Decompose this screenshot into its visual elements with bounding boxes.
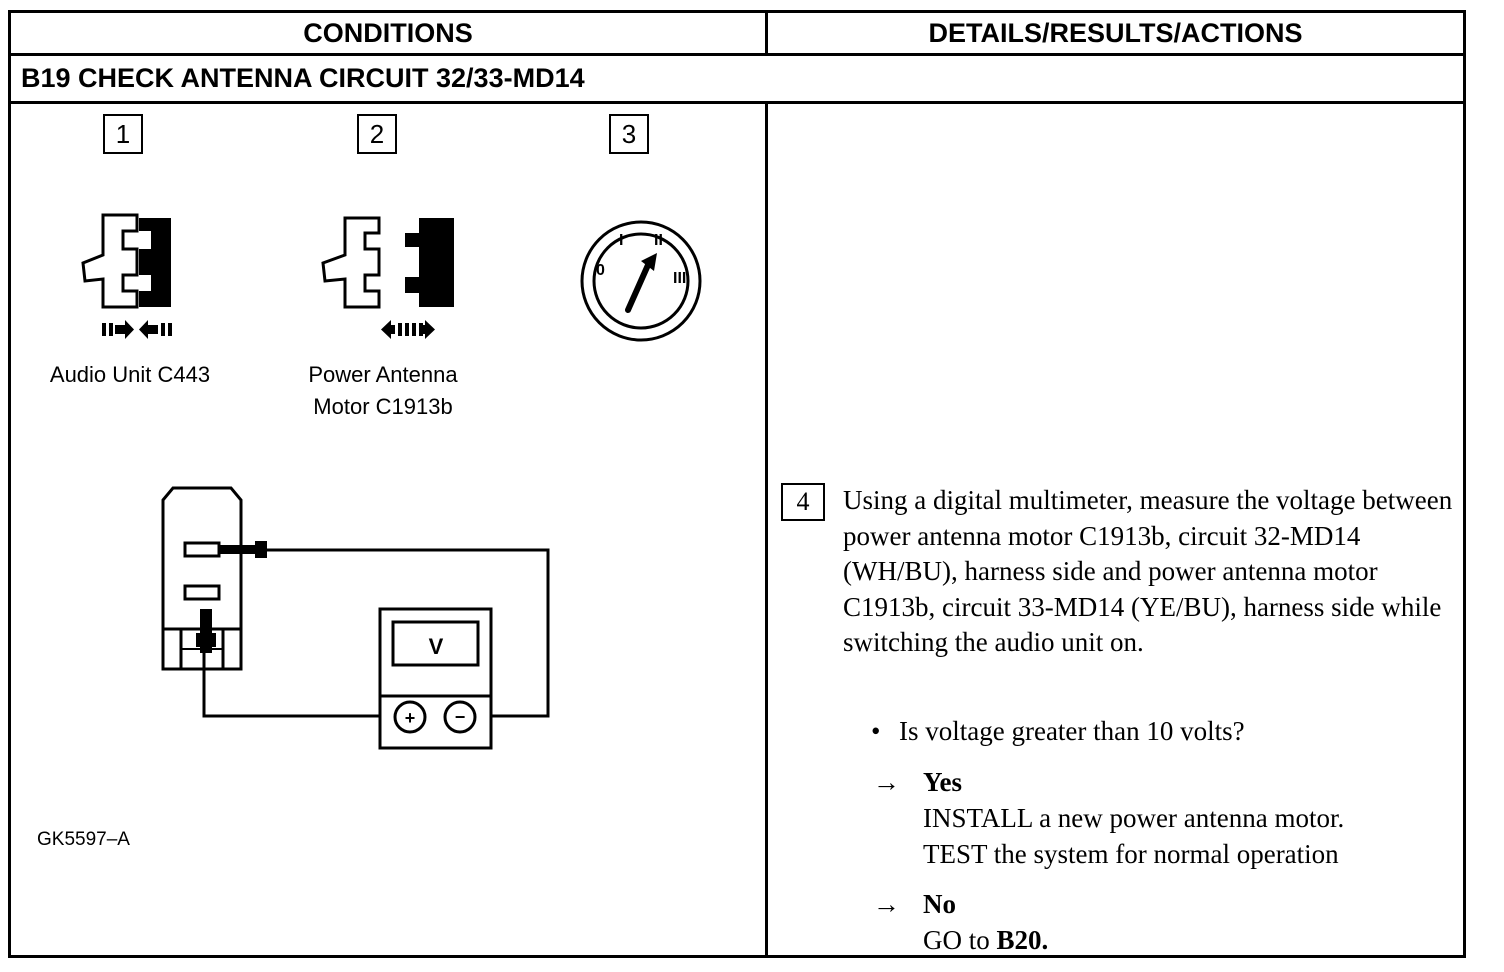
ignition-pos-0: 0	[596, 262, 605, 279]
plus-terminal-label: +	[405, 708, 416, 728]
harness-connector-icon	[161, 486, 267, 671]
minus-terminal-label: −	[455, 707, 466, 727]
audio-unit-caption: Audio Unit C443	[49, 362, 211, 387]
question: • Is voltage greater than 10 volts?	[871, 713, 1245, 749]
antenna-motor-caption-line1: Power Antenna	[308, 362, 458, 387]
right-arrow-icon: →	[873, 889, 900, 919]
conditions-header: CONDITIONS	[11, 13, 768, 56]
no-action: GO to B20.	[873, 922, 1048, 958]
test-title: B19 CHECK ANTENNA CIRCUIT 32/33-MD14	[11, 56, 1463, 104]
antenna-motor-connector-icon	[321, 216, 454, 339]
yes-action-1: INSTALL a new power antenna motor.	[923, 803, 1345, 833]
no-label: No	[923, 889, 956, 919]
step-1-box: 1	[103, 114, 143, 154]
no-outcome: → No GO to B20.	[873, 886, 1048, 958]
conditions-diagram: 0 I II III V	[81, 213, 702, 750]
step-2-box: 2	[357, 114, 397, 154]
goto-b20-link[interactable]: B20.	[996, 925, 1049, 955]
yes-label: Yes	[923, 767, 962, 797]
question-text: Is voltage greater than 10 volts?	[899, 716, 1245, 746]
no-action-prefix: GO to	[923, 925, 997, 955]
ignition-pos-1: I	[619, 232, 623, 249]
ignition-switch-icon: 0 I II III	[580, 220, 702, 342]
ignition-pos-3: III	[673, 270, 686, 287]
details-header: DETAILS/RESULTS/ACTIONS	[768, 13, 1463, 56]
column-divider	[765, 104, 768, 955]
multimeter-icon: V + −	[378, 607, 493, 750]
step-3-box: 3	[609, 114, 649, 154]
figure-id: GK5597–A	[37, 829, 130, 850]
yes-action-2: TEST the system for normal operation	[923, 839, 1339, 869]
test-lead-wires	[202, 548, 550, 718]
step-4-box: 4	[781, 483, 825, 521]
yes-outcome: →Yes INSTALL a new power antenna motor. …	[873, 764, 1344, 872]
ignition-pos-2: II	[654, 232, 663, 249]
bullet-icon: •	[871, 716, 881, 746]
diagnostic-sheet: CONDITIONS DETAILS/RESULTS/ACTIONS B19 C…	[8, 10, 1466, 958]
antenna-motor-caption-line2: Motor C1913b	[313, 394, 453, 419]
meter-display-label: V	[429, 634, 444, 659]
step-4-instruction: Using a digital multimeter, measure the …	[843, 485, 1453, 657]
audio-unit-connector-icon	[81, 213, 172, 339]
right-arrow-icon: →	[873, 767, 900, 797]
